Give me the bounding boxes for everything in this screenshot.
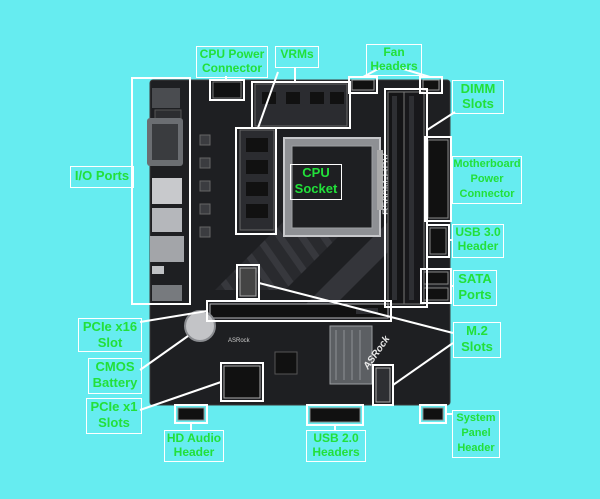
label-vrms: VRMs (275, 46, 319, 68)
motherboard-power-connector (427, 139, 449, 219)
leader-m2-a (258, 282, 454, 334)
m2-slot-top (239, 267, 257, 297)
leader-pcie1 (139, 381, 222, 411)
cpu-socket-outline (283, 137, 381, 237)
leader-m2-b (392, 342, 454, 386)
leader-fan (362, 67, 381, 78)
system-panel-header-part (422, 407, 444, 421)
label-fan-headers: Fan Headers (366, 44, 422, 76)
fan-header-1 (351, 79, 375, 91)
leader-dimm (426, 111, 456, 131)
m2-top-outline (236, 264, 260, 300)
vrms-outline-left (235, 127, 277, 235)
label-system-panel-header: System Panel Header (452, 410, 500, 458)
fan-header-2 (422, 79, 440, 91)
label-io-ports: I/O Ports (70, 166, 134, 188)
chipset (274, 351, 298, 375)
usb20-header-part (309, 407, 361, 423)
label-pcie-x16-slot: PCIe x16 Slot (78, 318, 142, 352)
usb30-header-part (429, 227, 447, 255)
fan-header-outline-2 (419, 76, 443, 94)
cpu-power-connector (212, 81, 242, 99)
cmos-battery (184, 310, 216, 342)
vrms-outline-top (251, 81, 351, 129)
pcie-x1-slot (223, 365, 261, 399)
label-motherboard-power-connector: Motherboard Power Connector (452, 156, 522, 204)
dimm-slots-outline (384, 88, 428, 308)
label-hd-audio-header: HD Audio Header (164, 430, 224, 462)
m2-heatsink (329, 325, 373, 385)
label-dimm-slots: DIMM Slots (452, 80, 504, 114)
label-usb30-header: USB 3.0 Header (452, 224, 504, 258)
label-sata-ports: SATA Ports (453, 270, 497, 306)
dimm-slots-block (387, 91, 425, 305)
leader-vrms-2 (257, 71, 279, 129)
label-cmos-battery: CMOS Battery (88, 358, 142, 394)
socket-clip (377, 150, 383, 210)
pcie-x16-slot (209, 303, 389, 319)
label-m2-slots: M.2 Slots (453, 322, 501, 358)
sata-ports-part (423, 271, 449, 301)
leader-fan-2 (399, 67, 431, 78)
choke-column (199, 134, 211, 238)
label-cpu-power-connector: CPU Power Connector (196, 46, 268, 78)
vendor-mark: ASRock (228, 338, 251, 344)
io-ports-outline (131, 77, 191, 305)
vrm-heatsink-left (239, 129, 275, 231)
m2-slot-lower (375, 367, 391, 403)
label-cpu-socket: CPU Socket (290, 164, 342, 200)
leader-pcie16 (139, 310, 208, 323)
vrm-heatsink-top (254, 83, 348, 127)
io-ports-block (147, 88, 184, 301)
label-usb20-headers: USB 2.0 Headers (306, 430, 366, 462)
leader-cmos (139, 335, 189, 371)
label-pcie-x1-slots: PCIe x1 Slots (86, 398, 142, 434)
hd-audio-header-part (177, 407, 205, 421)
